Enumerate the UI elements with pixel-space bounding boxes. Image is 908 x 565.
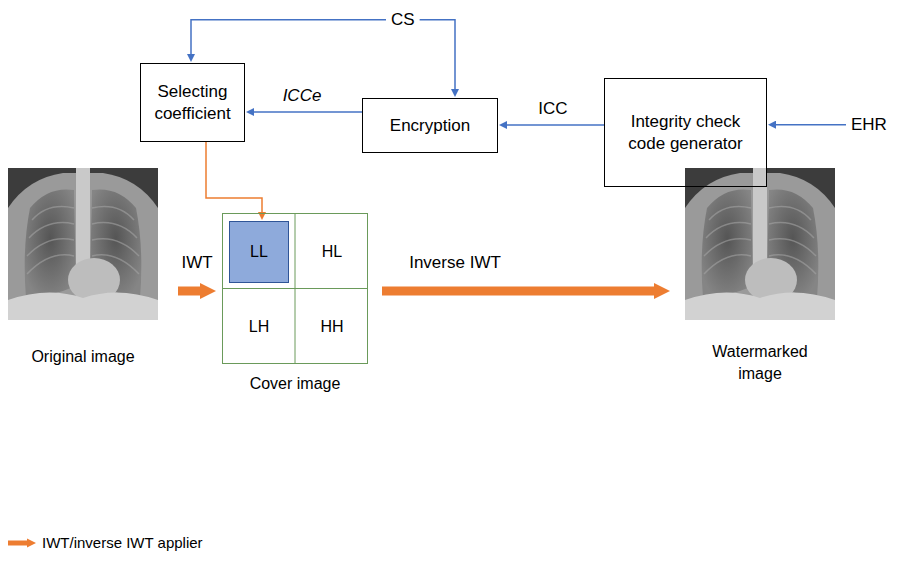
subband-cell: LH	[223, 290, 295, 364]
image-caption: Cover image	[220, 373, 370, 395]
node-text: Integrity check code generator	[626, 111, 746, 154]
xray-picture	[8, 168, 158, 320]
subband-grid: LLHLLHHHCover image	[222, 213, 368, 364]
image-caption: Original image	[8, 346, 158, 368]
key-label: CS	[386, 9, 420, 30]
node-text: Selecting coefficient	[147, 81, 238, 124]
image-caption: Watermarked image	[705, 341, 815, 386]
flow-arrow	[206, 142, 262, 212]
subband-cell: HH	[296, 290, 368, 364]
edge-label: IWT	[178, 253, 215, 273]
node-text: LL	[250, 242, 268, 262]
node-text: Encryption	[390, 115, 470, 136]
flow-arrow	[507, 124, 604, 126]
legend-text: IWT/inverse IWT applier	[42, 534, 203, 551]
flow-arrow	[776, 124, 846, 126]
transform-arrow	[382, 287, 654, 296]
node-text: LH	[249, 317, 269, 337]
process-box: Selecting coefficient	[140, 63, 245, 142]
process-box: Encryption	[362, 98, 498, 153]
image-frame: Watermarked image	[682, 168, 838, 320]
node-text: HH	[320, 317, 343, 337]
flow-arrow	[420, 20, 455, 89]
input-label: EHR	[846, 114, 892, 135]
xray-picture	[685, 168, 835, 320]
subband-cell: HL	[296, 214, 368, 289]
grid-line	[222, 288, 368, 289]
flow-arrow	[191, 20, 386, 54]
flow-arrow	[254, 111, 362, 113]
node-text: HL	[322, 242, 342, 262]
edge-label: Inverse IWT	[406, 253, 504, 273]
edge-label: ICC	[535, 99, 570, 119]
process-box: Integrity check code generator	[604, 78, 767, 187]
edge-label: ICCe	[280, 86, 325, 106]
node-text: CS	[391, 9, 415, 30]
node-text: EHR	[851, 114, 887, 135]
image-frame: Original image	[8, 168, 158, 320]
legend-arrow	[8, 541, 27, 546]
subband-cell: LL	[229, 221, 289, 283]
transform-arrow	[178, 287, 200, 296]
